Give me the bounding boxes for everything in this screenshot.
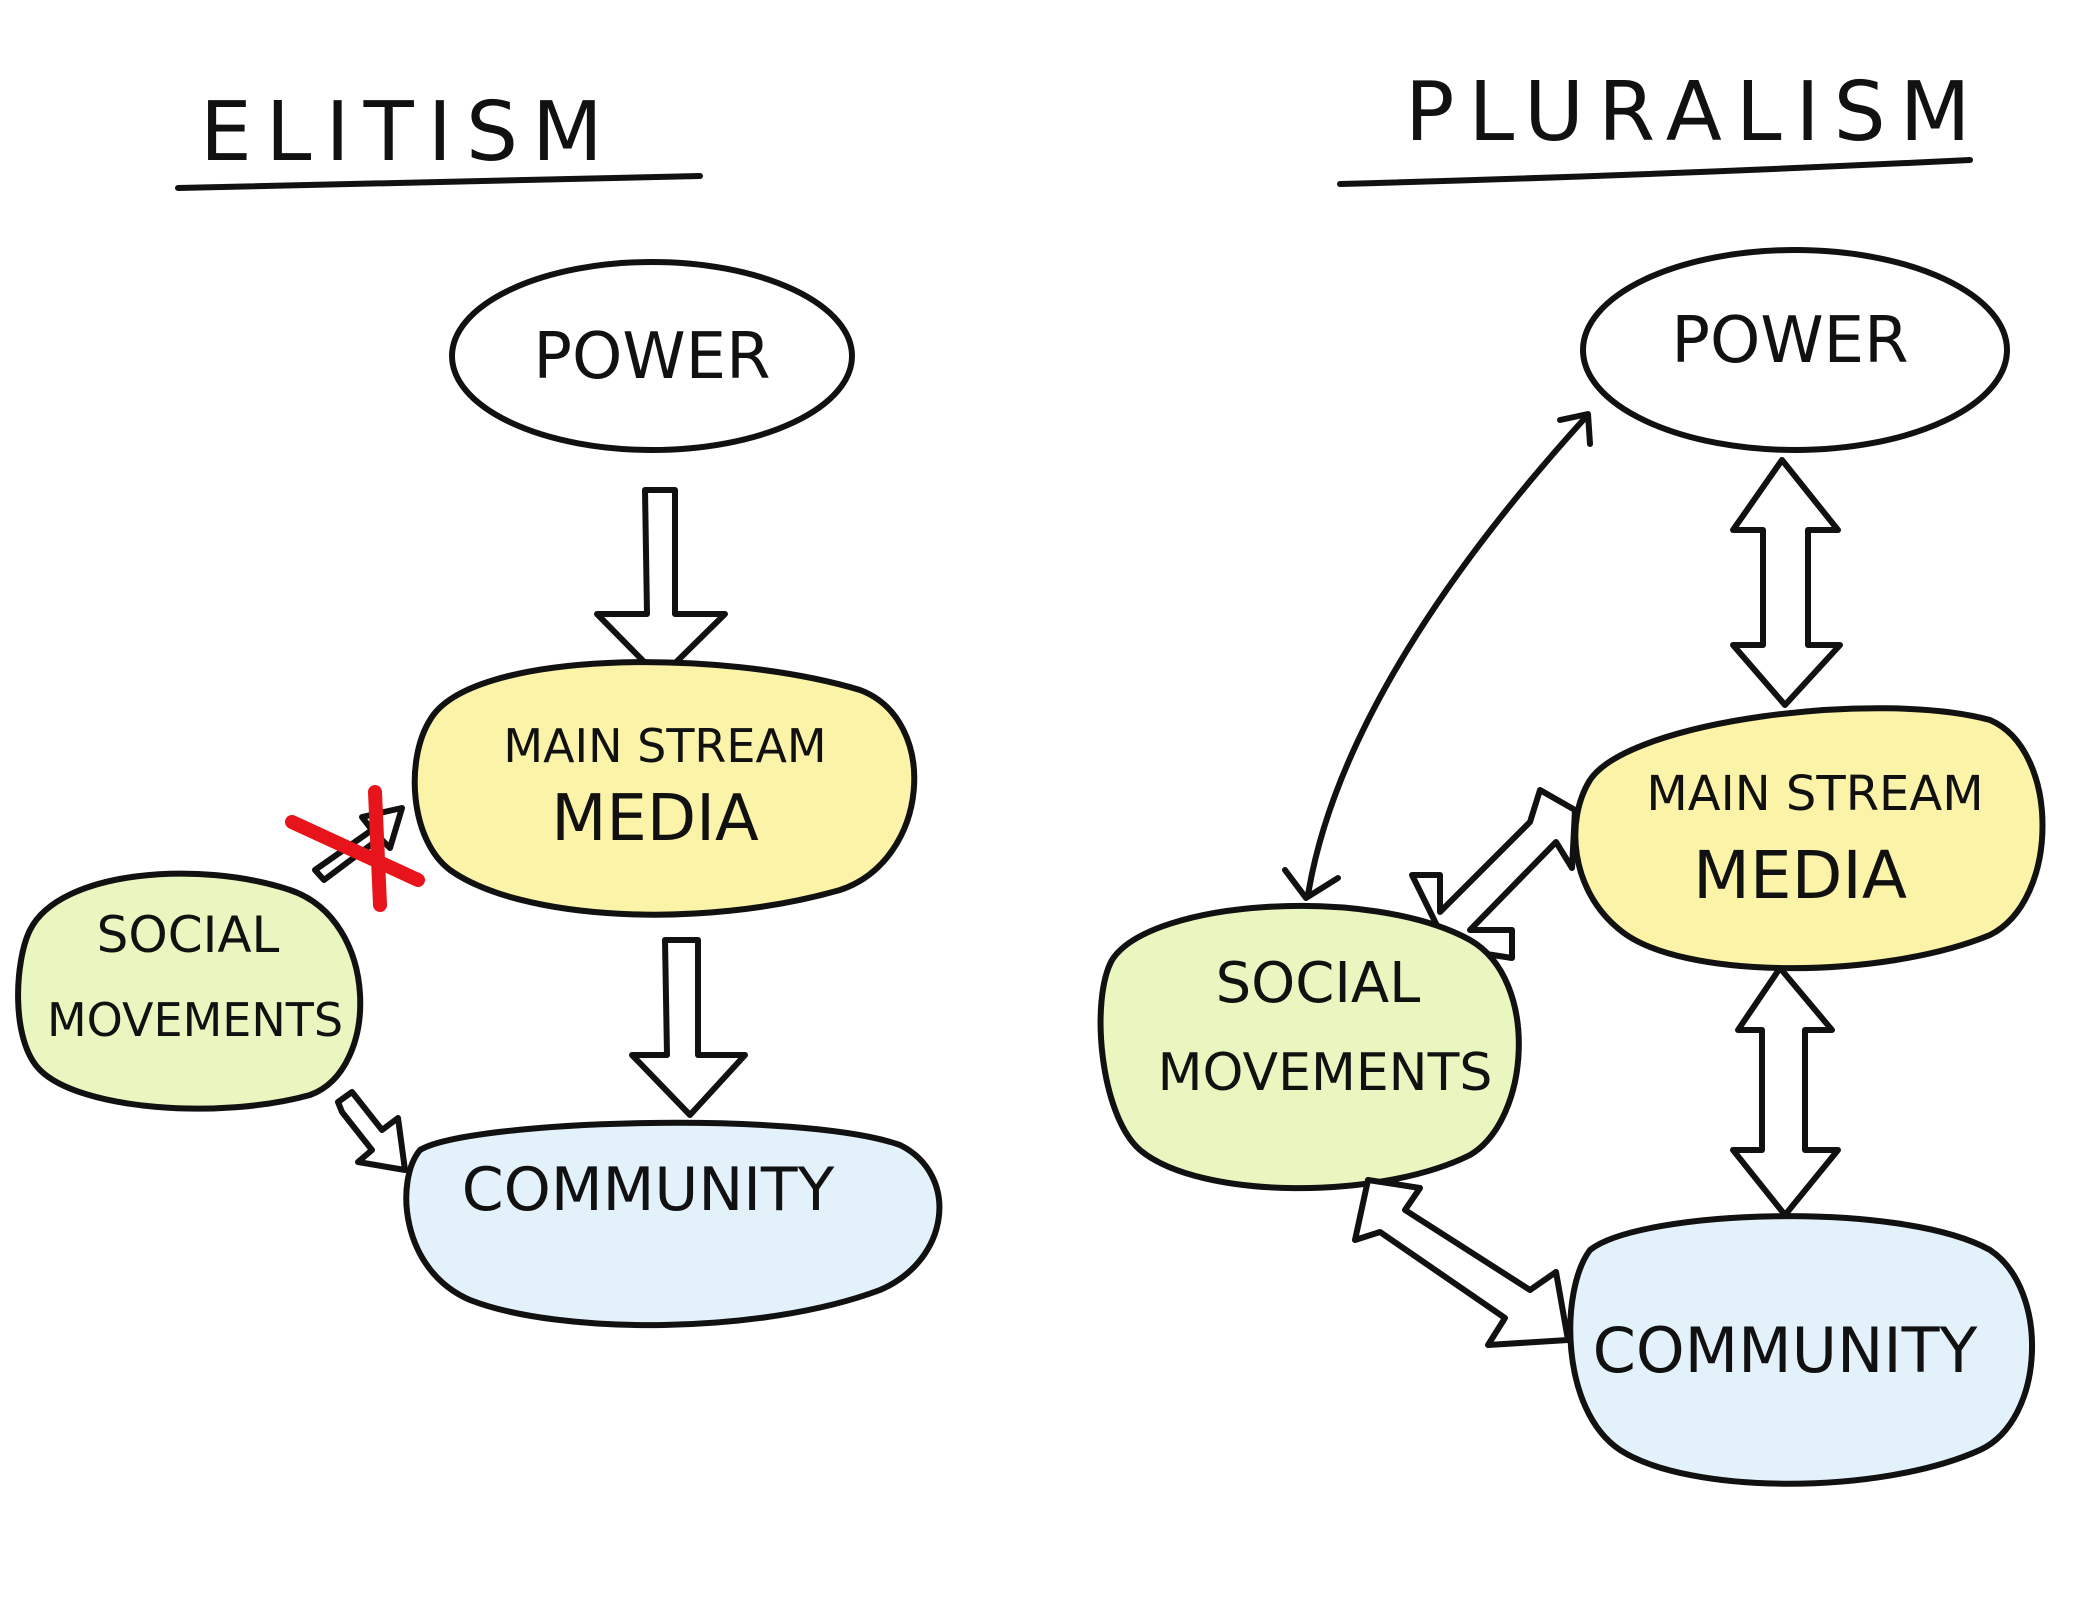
elitism-arrow-social-to-community <box>335 1089 408 1173</box>
pluralism-panel: PLURALISM POWER MAIN STREAM MEDIA SOC <box>1097 65 2046 1487</box>
pluralism-title: PLURALISM <box>1405 65 1984 160</box>
elitism-power-label: POWER <box>533 320 770 394</box>
elitism-title-underline <box>175 173 703 191</box>
pluralism-social-label-line1: SOCIAL <box>1216 951 1421 1016</box>
pluralism-community-node: COMMUNITY <box>1567 1213 2036 1487</box>
elitism-community-blob <box>403 1119 943 1329</box>
elitism-social-node: SOCIAL MOVEMENTS <box>15 870 364 1112</box>
elitism-power-ellipse <box>449 259 855 453</box>
pluralism-community-label: COMMUNITY <box>1593 1314 1978 1387</box>
elitism-media-node: MAIN STREAM MEDIA <box>411 659 918 918</box>
elitism-power-node: POWER <box>449 259 855 453</box>
pluralism-social-label-line2: MOVEMENTS <box>1158 1043 1493 1103</box>
blocked-x-icon <box>285 785 425 912</box>
pluralism-media-label-line1: MAIN STREAM <box>1646 766 1983 822</box>
pluralism-power-label: POWER <box>1671 304 1908 378</box>
elitism-arrow-media-to-community <box>629 937 748 1118</box>
elitism-social-label-line2: MOVEMENTS <box>47 993 343 1047</box>
pluralism-social-blob <box>1097 902 1522 1192</box>
pluralism-arrow-social-community <box>1352 1177 1571 1348</box>
elitism-community-label: COMMUNITY <box>462 1155 835 1225</box>
elitism-arrow-power-to-media <box>594 487 728 681</box>
elitism-social-blob <box>15 870 364 1112</box>
pluralism-arrow-media-community <box>1730 965 1841 1218</box>
elitism-panel: ELITISM POWER MAIN STREAM MEDIA SOCIAL M… <box>15 85 943 1329</box>
elitism-media-blob <box>411 659 918 918</box>
elitism-media-label-line1: MAIN STREAM <box>503 719 826 773</box>
pluralism-power-node: POWER <box>1580 247 2010 453</box>
pluralism-power-ellipse <box>1580 247 2010 453</box>
pluralism-social-node: SOCIAL MOVEMENTS <box>1097 902 1522 1192</box>
pluralism-media-label-line2: MEDIA <box>1693 837 1907 914</box>
pluralism-media-node: MAIN STREAM MEDIA <box>1572 705 2046 972</box>
pluralism-community-blob <box>1567 1213 2036 1487</box>
pluralism-arrow-power-media <box>1730 457 1843 708</box>
pluralism-media-blob <box>1572 705 2046 972</box>
pluralism-thin-arrow-social-power <box>1282 411 1593 901</box>
elitism-community-node: COMMUNITY <box>403 1119 943 1329</box>
pluralism-title-underline <box>1337 157 1973 187</box>
elitism-title: ELITISM <box>200 85 617 180</box>
elitism-social-label-line1: SOCIAL <box>97 906 280 964</box>
elitism-media-label-line2: MEDIA <box>551 782 759 856</box>
